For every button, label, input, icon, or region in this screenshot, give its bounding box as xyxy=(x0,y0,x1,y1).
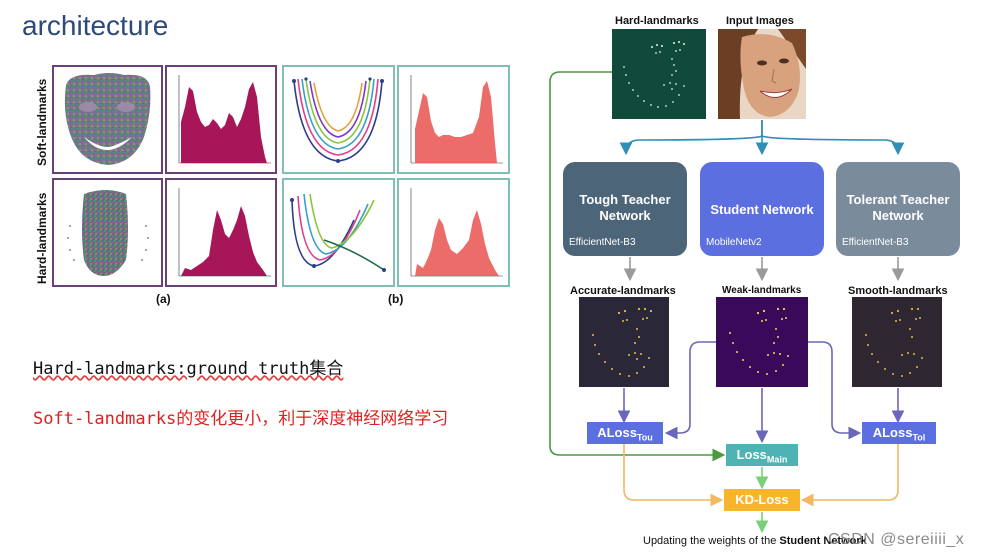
tough-teacher-box: Tough Teacher Network EfficientNet-B3 xyxy=(563,162,687,256)
tough-teacher-backbone: EfficientNet-B3 xyxy=(569,237,636,248)
label-weak-landmarks: Weak-landmarks xyxy=(722,285,801,296)
tolerant-teacher-box: Tolerant Teacher Network EfficientNet-B3 xyxy=(836,162,960,256)
hard-landmark-cloud-panel xyxy=(52,178,163,287)
label-input-images: Input Images xyxy=(726,15,794,27)
student-title: Student Network xyxy=(700,202,824,218)
student-box: Student Network MobileNetv2 xyxy=(700,162,824,256)
label-accurate-landmarks: Accurate-landmarks xyxy=(570,285,676,297)
row-label-soft: Soft-landmarks xyxy=(35,79,49,166)
soft-landmark-cloud-panel xyxy=(52,65,163,174)
hard-landmarks-image xyxy=(612,29,706,119)
input-face-image xyxy=(718,29,806,119)
student-backbone: MobileNetv2 xyxy=(706,237,762,248)
tolerant-teacher-backbone: EfficientNet-B3 xyxy=(842,237,909,248)
tolerant-teacher-title: Tolerant Teacher Network xyxy=(836,192,960,224)
hard-histogram-a xyxy=(165,178,277,287)
subfigure-label-a: (a) xyxy=(156,292,171,306)
row-label-hard: Hard-landmarks xyxy=(35,193,49,284)
label-hard-landmarks: Hard-landmarks xyxy=(615,15,699,27)
soft-histogram-a xyxy=(165,65,277,174)
soft-landmark-curves-panel xyxy=(282,65,395,174)
csdn-watermark: CSDN @sereiiii_x xyxy=(828,531,964,549)
smooth-landmarks-image xyxy=(852,297,942,387)
soft-histogram-b xyxy=(397,65,510,174)
weak-landmarks-image xyxy=(716,297,808,387)
note-hard-landmarks: Hard-landmarks:ground truth集合 xyxy=(33,354,343,379)
hard-landmark-curves-panel xyxy=(282,178,395,287)
loss-main-box: LossMain xyxy=(726,444,798,466)
hard-histogram-b xyxy=(397,178,510,287)
aloss-tou-box: ALossTou xyxy=(587,422,663,444)
subfigure-label-b: (b) xyxy=(388,292,403,306)
aloss-tol-box: ALossTol xyxy=(862,422,936,444)
kd-loss-box: KD-Loss xyxy=(724,489,800,511)
slide-title: architecture xyxy=(22,10,168,42)
tough-teacher-title: Tough Teacher Network xyxy=(563,192,687,224)
accurate-landmarks-image xyxy=(579,297,669,387)
note-soft-landmarks: Soft-landmarks的变化更小，利于深度神经网络学习 xyxy=(33,404,448,429)
label-smooth-landmarks: Smooth-landmarks xyxy=(848,285,948,297)
